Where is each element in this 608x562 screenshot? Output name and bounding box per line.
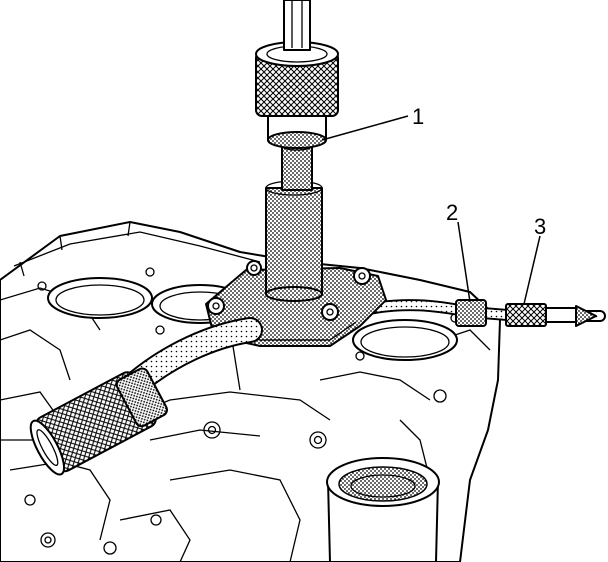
callout-label-2: 2 <box>446 200 458 225</box>
callout-3: 3 <box>523 214 546 305</box>
oil-filter-housing <box>326 457 440 562</box>
callout-1: 1 <box>321 104 424 141</box>
callout-2: 2 <box>446 200 471 303</box>
hand-pump <box>29 367 168 476</box>
callout-label-1: 1 <box>412 104 424 129</box>
tool-column <box>255 0 339 302</box>
callout-label-3: 3 <box>534 214 546 239</box>
